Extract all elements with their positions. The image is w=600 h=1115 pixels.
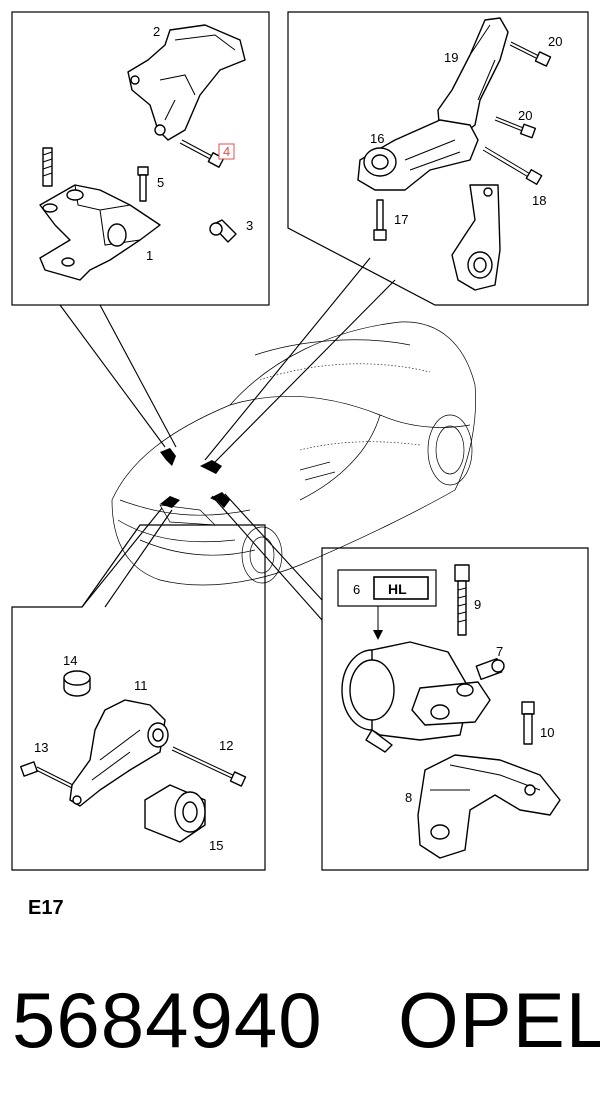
marker-front-left [160,448,176,466]
panel-top-left: 2 4 5 3 1 [11,11,270,306]
panel-top-right: 19 20 20 16 18 17 [287,11,589,306]
panel-bottom-right: HL 6 9 7 10 8 [321,547,589,871]
callout-1: 1 [146,248,153,263]
mount-markers [160,448,230,508]
callout-12: 12 [219,738,233,753]
callout-20-upper: 20 [548,34,562,49]
part-number: 5684940 [12,976,323,1064]
marker-rear-left [160,496,180,508]
callout-4-box: 4 [218,143,235,160]
callout-11: 11 [134,678,148,693]
callout-17: 17 [394,212,408,227]
callout-10: 10 [540,725,554,740]
callout-15: 15 [209,838,223,853]
marker-rear-right [210,492,230,508]
callout-3: 3 [246,218,253,233]
callout-4: 4 [223,144,230,159]
callout-19: 19 [444,50,458,65]
diagram-code: E17 [28,897,64,919]
callout-8: 8 [405,790,412,805]
marker-front-right [200,460,222,474]
brand-name: OPEL [398,976,600,1064]
callout-20-lower: 20 [518,108,532,123]
callout-18: 18 [532,193,546,208]
leader-lines [59,257,396,621]
callout-6: 6 [353,582,360,597]
callout-2: 2 [153,24,160,39]
callout-16: 16 [370,131,384,146]
hl-marker-label: HL [388,581,407,597]
callout-5: 5 [157,175,164,190]
callout-13: 13 [34,740,48,755]
car-illustration [111,321,476,586]
hl-marker-box [373,576,429,600]
callout-7: 7 [496,644,503,659]
callout-9: 9 [474,597,481,612]
panel-bottom-left: 14 11 13 12 15 [11,524,266,871]
callout-14: 14 [63,653,77,668]
